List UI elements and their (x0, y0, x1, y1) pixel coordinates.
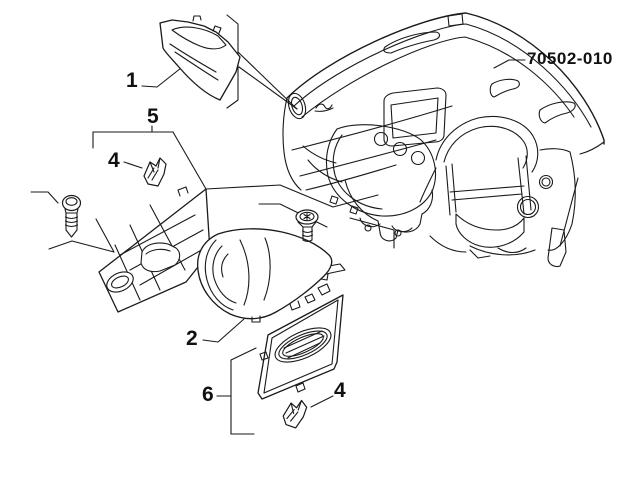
clip-drawing-upper (143, 157, 167, 187)
leader-lines (30, 14, 526, 435)
callout-label-5: 5 (147, 105, 159, 128)
dashboard-assembly-drawing (282, 12, 605, 268)
callout-label-1: 1 (126, 69, 138, 92)
part-5-drawing (98, 186, 214, 313)
screw-drawing-left (61, 194, 82, 238)
screw-drawing-center (295, 209, 319, 243)
drawing-code-label: 70502-010 (527, 49, 613, 68)
callout-label-6: 6 (202, 383, 214, 406)
callout-label-4-lower: 4 (334, 379, 346, 402)
part-1-drawing (159, 15, 241, 101)
clip-drawing-lower (282, 399, 308, 429)
part-2-drawing (197, 228, 346, 323)
part-6-drawing (257, 294, 344, 400)
callout-label-4-upper: 4 (108, 149, 120, 172)
callout-label-2: 2 (186, 327, 198, 350)
